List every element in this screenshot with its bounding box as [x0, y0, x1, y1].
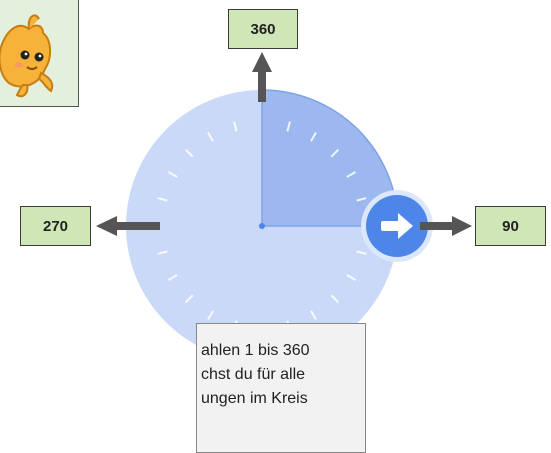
dial-center	[259, 223, 265, 229]
dial-tick	[233, 121, 238, 132]
dial-tick	[330, 294, 340, 304]
dial-tick	[310, 131, 317, 142]
dial-tick	[157, 197, 168, 202]
dial-tick	[356, 250, 367, 255]
arrow-up-icon	[258, 70, 266, 102]
arrow-right-pointer-icon	[452, 216, 472, 236]
fish-sprite-icon	[0, 14, 54, 98]
dial-tick	[184, 294, 194, 304]
dial-tick	[167, 274, 178, 281]
dial-tick	[310, 310, 317, 321]
dial-tick	[346, 274, 357, 281]
info-line: ahlen 1 bis 360	[201, 342, 310, 359]
dial-tick	[207, 310, 214, 321]
arrow-left-icon	[96, 216, 117, 236]
info-line: chst du für alle	[201, 366, 306, 383]
dial-tick	[157, 250, 168, 255]
dial-tick	[286, 121, 291, 132]
info-box: ahlen 1 bis 360 chst du für alle ungen i…	[196, 323, 366, 453]
dial-tick	[207, 131, 214, 142]
arrow-right-icon	[381, 213, 413, 239]
dial-ticks	[157, 121, 367, 331]
direction-handle[interactable]	[361, 190, 433, 262]
dial-tick	[346, 171, 357, 178]
info-line: ungen im Kreis	[201, 390, 308, 407]
direction-label-360: 360	[228, 9, 298, 49]
dial-tick	[184, 148, 194, 158]
dial-tick	[167, 171, 178, 178]
direction-label-270: 270	[20, 206, 91, 246]
sprite-thumbnail[interactable]	[0, 0, 79, 107]
direction-label-90: 90	[475, 206, 546, 246]
dial-tick	[330, 148, 340, 158]
dial-tick	[356, 197, 367, 202]
